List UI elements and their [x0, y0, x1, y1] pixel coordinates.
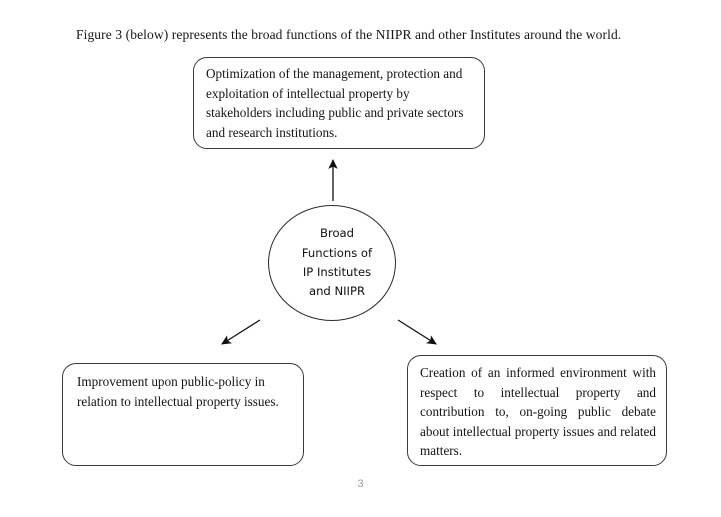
diagram-box-bottom-left-text: Improvement upon public-policy in relati…	[77, 374, 279, 409]
diagram-box-bottom-left: Improvement upon public-policy in relati…	[62, 363, 304, 466]
intro-paragraph: Figure 3 (below) represents the broad fu…	[76, 26, 622, 42]
arrow-down-left-icon	[221, 319, 261, 345]
diagram-box-top: Optimization of the management, protecti…	[193, 57, 485, 149]
diagram-center-node-label: Broad Functions of IP Institutes and NII…	[301, 226, 373, 299]
diagram-box-bottom-right-text: Creation of an informed environment with…	[420, 365, 656, 459]
diagram-center-node: Broad Functions of IP Institutes and NII…	[268, 205, 396, 321]
arrow-down-right-icon	[397, 319, 437, 345]
diagram-box-bottom-right: Creation of an informed environment with…	[407, 355, 667, 466]
diagram-box-top-text: Optimization of the management, protecti…	[206, 66, 464, 140]
page-number: 3	[357, 478, 364, 490]
